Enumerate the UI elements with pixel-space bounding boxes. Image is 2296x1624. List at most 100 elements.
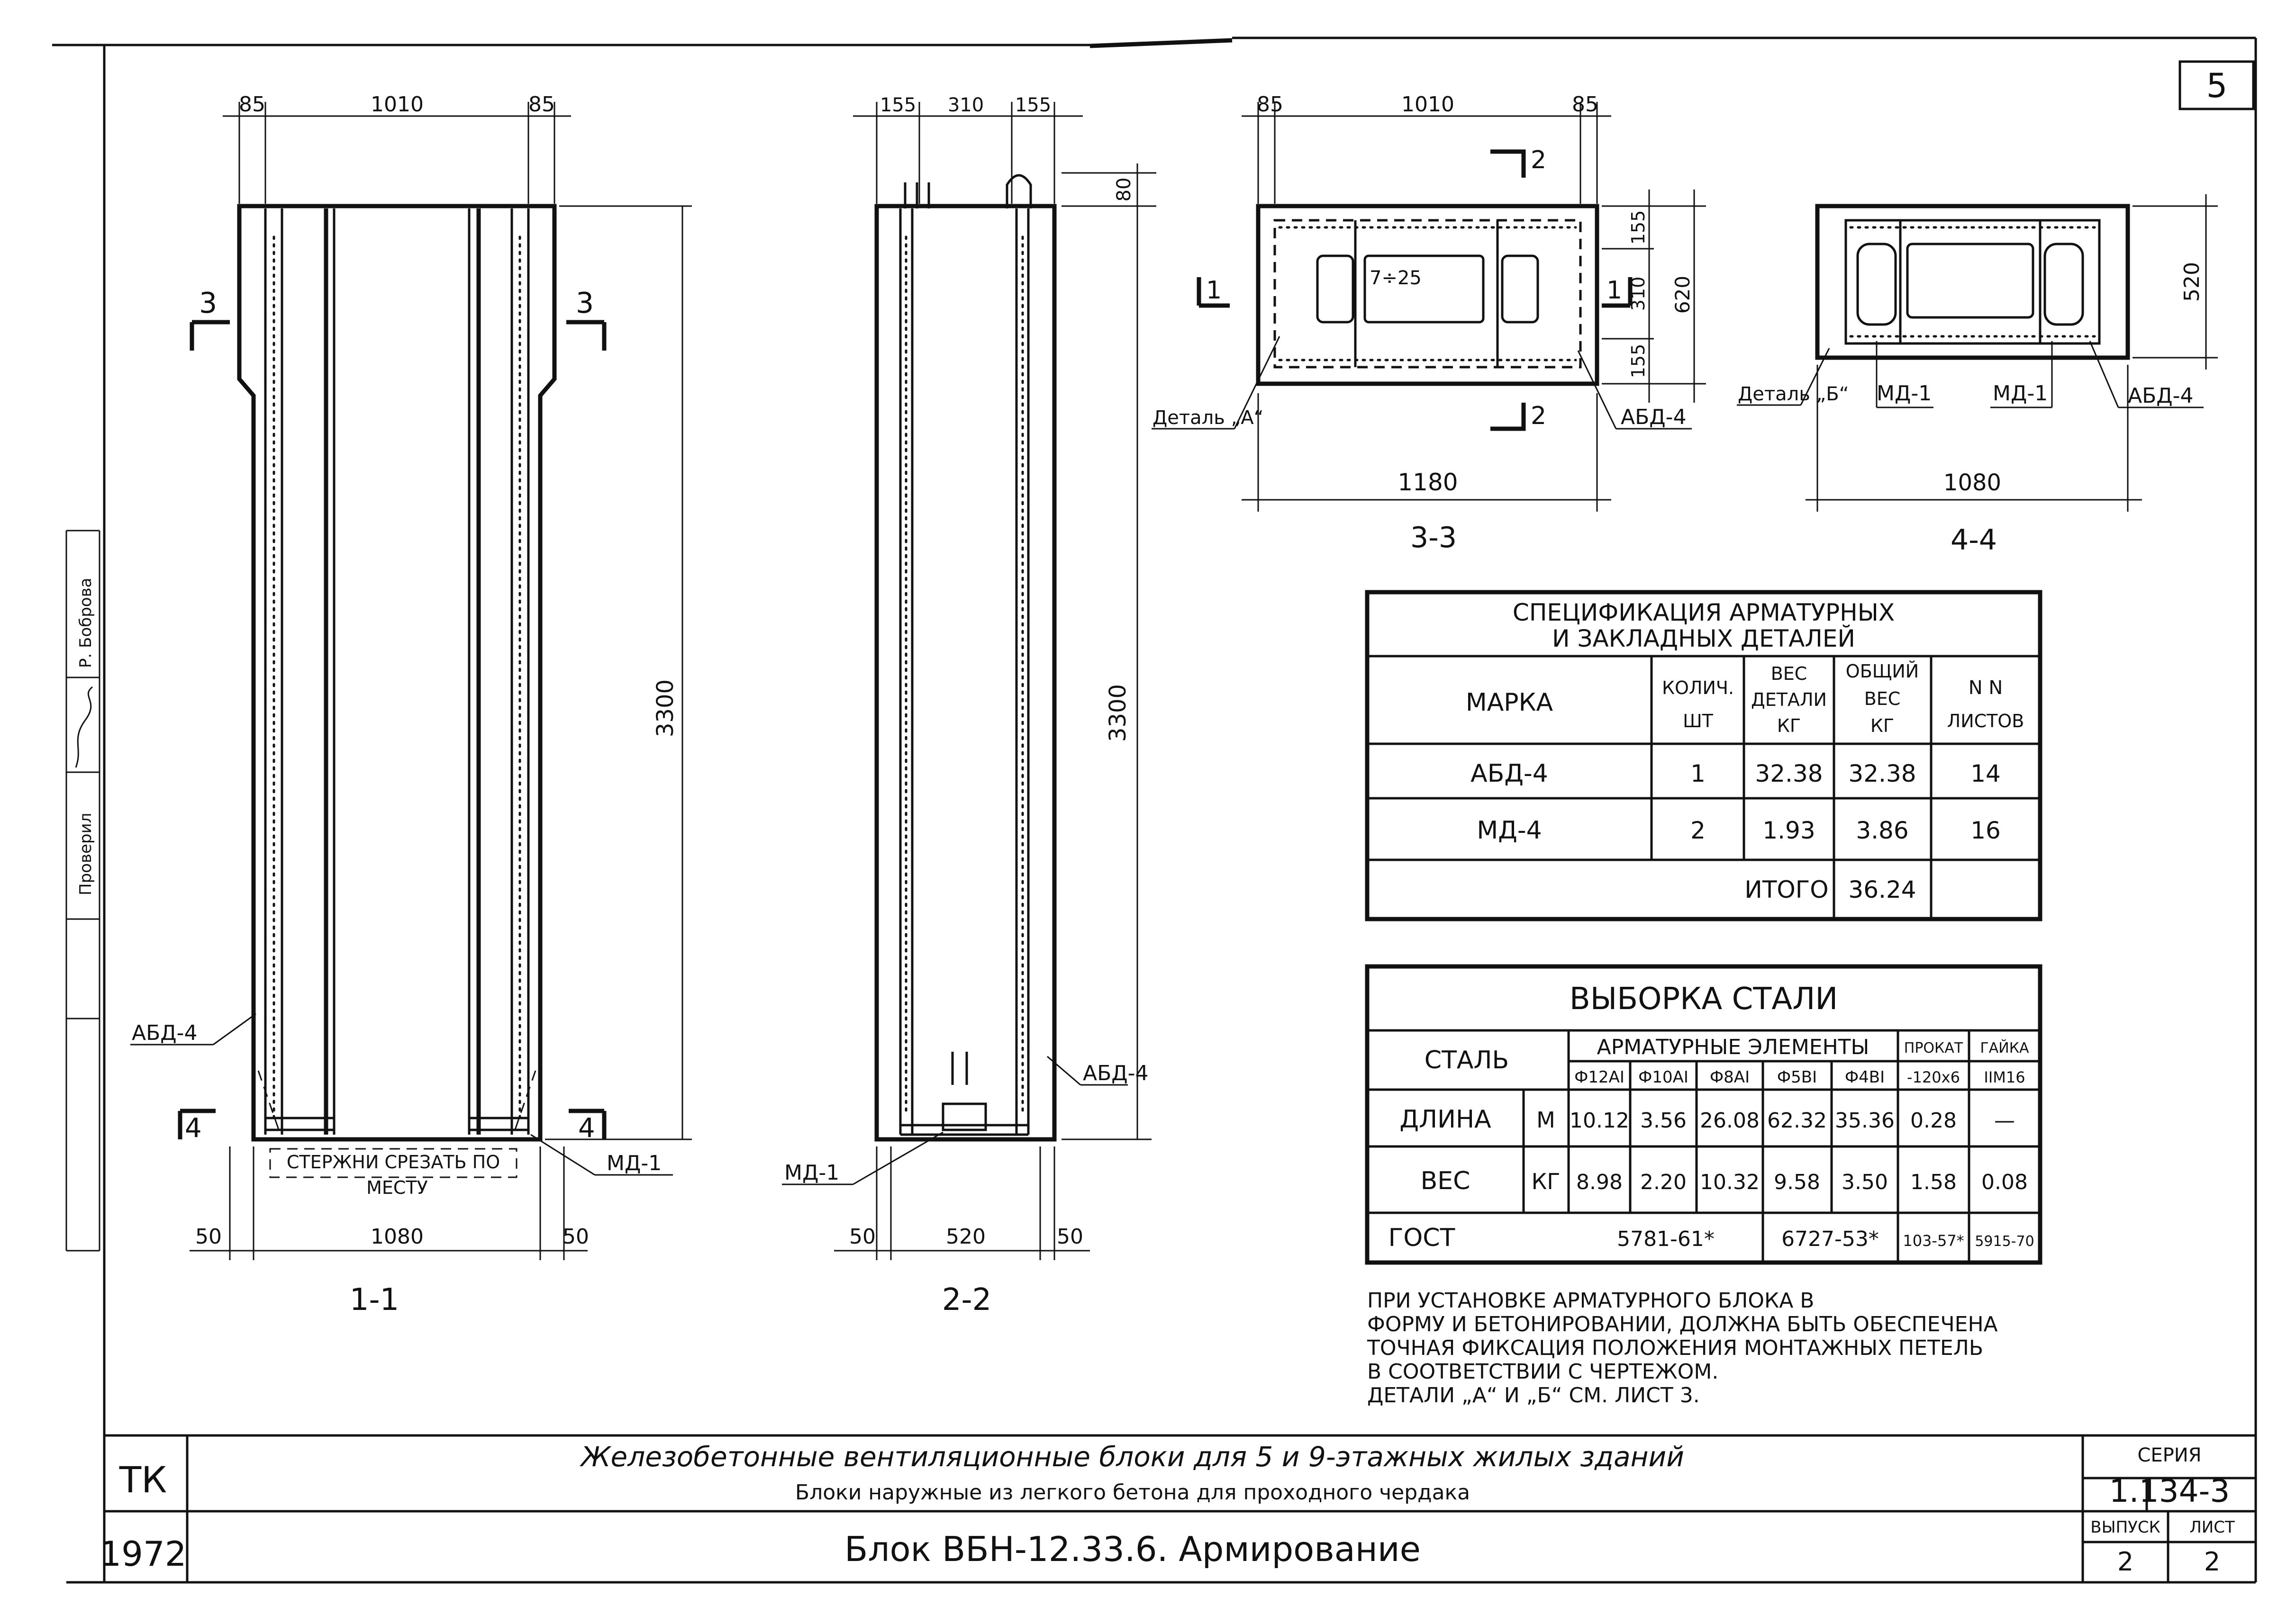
steel-group-nut: ГАЙКА <box>1980 1039 2029 1056</box>
spec-row2-mark: МД-4 <box>1477 816 1542 845</box>
org-name: ТК <box>119 1459 167 1501</box>
spec-total-label: ИТОГО <box>1744 876 1828 903</box>
cut-label-1-left: 1 <box>1206 276 1222 305</box>
steel-row2-v7: 0.08 <box>1981 1170 2028 1194</box>
sheet-value: 2 <box>2204 1547 2220 1577</box>
spec-row2-total-weight: 3.86 <box>1856 817 1908 844</box>
label-1-1-note-line2: МЕСТУ <box>366 1177 428 1198</box>
cut-mark-2-top <box>1490 149 1526 178</box>
cut-label-1-right: 1 <box>1606 276 1622 305</box>
sheet-label: ЛИСТ <box>2189 1518 2235 1537</box>
dim-1-1-bot-left: 50 <box>195 1225 222 1249</box>
steel-row1-v2: 3.56 <box>1640 1109 1687 1133</box>
caption-3-3: 3-3 <box>1410 521 1457 554</box>
steel-sub-2: Ф10АI <box>1638 1068 1688 1087</box>
cut-label-2-bottom: 2 <box>1531 402 1546 430</box>
series-label: СЕРИЯ <box>2137 1444 2201 1466</box>
cut-mark-4-right <box>569 1109 607 1139</box>
section-3-3-void-left <box>1316 254 1354 324</box>
note-line-3: ТОЧНАЯ ФИКСАЦИЯ ПОЛОЖЕНИЯ МОНТАЖНЫХ ПЕТЕ… <box>1367 1336 1983 1360</box>
cut-mark-1-right <box>1602 277 1633 308</box>
label-4-4-md1: МД-1 <box>1877 381 1932 406</box>
dim-3-3-bottom: 1180 <box>1398 469 1458 496</box>
dim-1-1-mid: 1010 <box>371 92 424 117</box>
dim-4-4-right: 520 <box>2180 262 2204 302</box>
steel-group-rolled: ПРОКАТ <box>1904 1040 1963 1056</box>
dim-3-3-right: 85 <box>1572 92 1598 117</box>
section-1-1-outline <box>237 204 557 1142</box>
cut-mark-3-left <box>190 320 230 351</box>
spec-title-line2: И ЗАКЛАДНЫХ ДЕТАЛЕЙ <box>1552 624 1855 652</box>
cut-label-2-top: 2 <box>1531 146 1546 174</box>
spec-header-qty-2: ШТ <box>1683 711 1714 731</box>
caption-1-1: 1-1 <box>350 1282 399 1317</box>
steel-group-rebar: АРМАТУРНЫЕ ЭЛЕМЕНТЫ <box>1597 1035 1869 1059</box>
cut-mark-1-left <box>1197 277 1230 308</box>
steel-row1-v3: 26.08 <box>1700 1109 1760 1133</box>
spec-header-sheets-1: N N <box>1969 677 2003 699</box>
dim-1-1-bot-right: 50 <box>563 1225 589 1249</box>
label-4-4-md2: МД-1 <box>1993 381 2048 406</box>
steel-row2-v4: 9.58 <box>1774 1170 1820 1194</box>
dim-2-2-left: 155 <box>880 94 916 116</box>
title-line-1: Железобетонные вентиляционные блоки для … <box>580 1441 1684 1473</box>
approval-stamp: Проверил Р. Боброва <box>65 530 100 1252</box>
dim-2-2-top: 80 <box>1113 178 1135 202</box>
spec-row1-total-weight: 32.38 <box>1848 760 1916 787</box>
steel-sub-5: Ф4ВI <box>1845 1068 1885 1087</box>
steel-gost-label: ГОСТ <box>1388 1224 1455 1252</box>
cut-mark-4-left <box>178 1109 216 1139</box>
issue-label: ВЫПУСК <box>2090 1518 2160 1537</box>
spec-header-tw-3: КГ <box>1870 715 1894 736</box>
steel-row2-label: ВЕС <box>1421 1167 1470 1195</box>
spec-row2-sheets: 16 <box>1970 817 2001 844</box>
spec-row1-sheets: 14 <box>1970 760 2001 787</box>
steel-row1-unit: М <box>1536 1107 1555 1133</box>
section-4-4-void-right <box>2043 243 2084 326</box>
spec-header-tw-2: ВЕС <box>1864 688 1901 709</box>
section-4-4-outline <box>1815 204 2130 360</box>
md-plate <box>942 1102 987 1131</box>
dim-2-2-bot-right: 50 <box>1057 1225 1083 1249</box>
section-4-4: 1080 520 Деталь „Б“ МД-1 МД-1 АБД-4 4-4 <box>1737 194 2218 557</box>
steel-row2-v3: 10.32 <box>1700 1170 1760 1194</box>
dim-3-3-v3: 155 <box>1628 344 1649 379</box>
cut-label-3-left: 3 <box>199 287 217 320</box>
sheet-frame: 5 <box>52 36 2257 1584</box>
steel-row2-v1: 8.98 <box>1576 1170 1623 1194</box>
label-3-3-detail: Деталь „А“ <box>1153 407 1263 429</box>
steel-gost-4: 5915-70 <box>1975 1233 2034 1250</box>
caption-4-4: 4-4 <box>1951 523 1997 557</box>
spec-row2-qty: 2 <box>1690 817 1706 844</box>
note-line-2: ФОРМУ И БЕТОНИРОВАНИИ, ДОЛЖНА БЫТЬ ОБЕСП… <box>1367 1312 1998 1336</box>
spec-header-uw-3: КГ <box>1777 715 1801 736</box>
steel-table: ВЫБОРКА СТАЛИ СТАЛЬ АРМАТУРНЫЕ ЭЛЕМЕНТЫ … <box>1365 964 2042 1265</box>
spec-header-tw-1: ОБЩИЙ <box>1846 661 1919 682</box>
spec-table: СПЕЦИФИКАЦИЯ АРМАТУРНЫХ И ЗАКЛАДНЫХ ДЕТА… <box>1365 590 2042 921</box>
spec-header-uw-1: ВЕС <box>1771 663 1807 684</box>
steel-row1-v1: 10.12 <box>1570 1109 1629 1133</box>
steel-row2-v2: 2.20 <box>1640 1170 1687 1194</box>
label-1-1-md: МД-1 <box>607 1151 662 1175</box>
label-2-2-abd: АБД-4 <box>1083 1061 1149 1085</box>
approval-name: Р. Боброва <box>76 578 95 668</box>
dim-2-2-bot-left: 50 <box>849 1225 876 1249</box>
label-4-4-detail: Деталь „Б“ <box>1738 383 1849 405</box>
dim-1-1-height: 3300 <box>652 679 679 737</box>
title-line-3: Блок ВБН-12.33.6. Армирование <box>844 1529 1421 1569</box>
dim-2-2-height: 3300 <box>1105 684 1131 742</box>
steel-sub-4: Ф5ВI <box>1777 1068 1817 1087</box>
steel-row1-v7: — <box>1994 1109 2015 1133</box>
note-line-5: ДЕТАЛИ „А“ И „Б“ СМ. ЛИСТ 3. <box>1367 1383 1700 1407</box>
dim-1-1-right: 85 <box>528 92 555 117</box>
steel-gost-3: 103-57* <box>1903 1232 1964 1250</box>
dim-3-3-mid: 1010 <box>1401 92 1454 117</box>
dim-3-3-vtotal: 620 <box>1671 276 1694 314</box>
section-4-4-cage <box>1844 219 2101 345</box>
sheet-number: 5 <box>2206 66 2228 105</box>
section-4-4-void-center <box>1906 243 2034 319</box>
title-block: ТК 1972 Железобетонные вентиляционные бл… <box>100 1434 2256 1582</box>
steel-sub-3: Ф8АI <box>1710 1068 1750 1087</box>
lifting-loop-right <box>1006 174 1032 208</box>
